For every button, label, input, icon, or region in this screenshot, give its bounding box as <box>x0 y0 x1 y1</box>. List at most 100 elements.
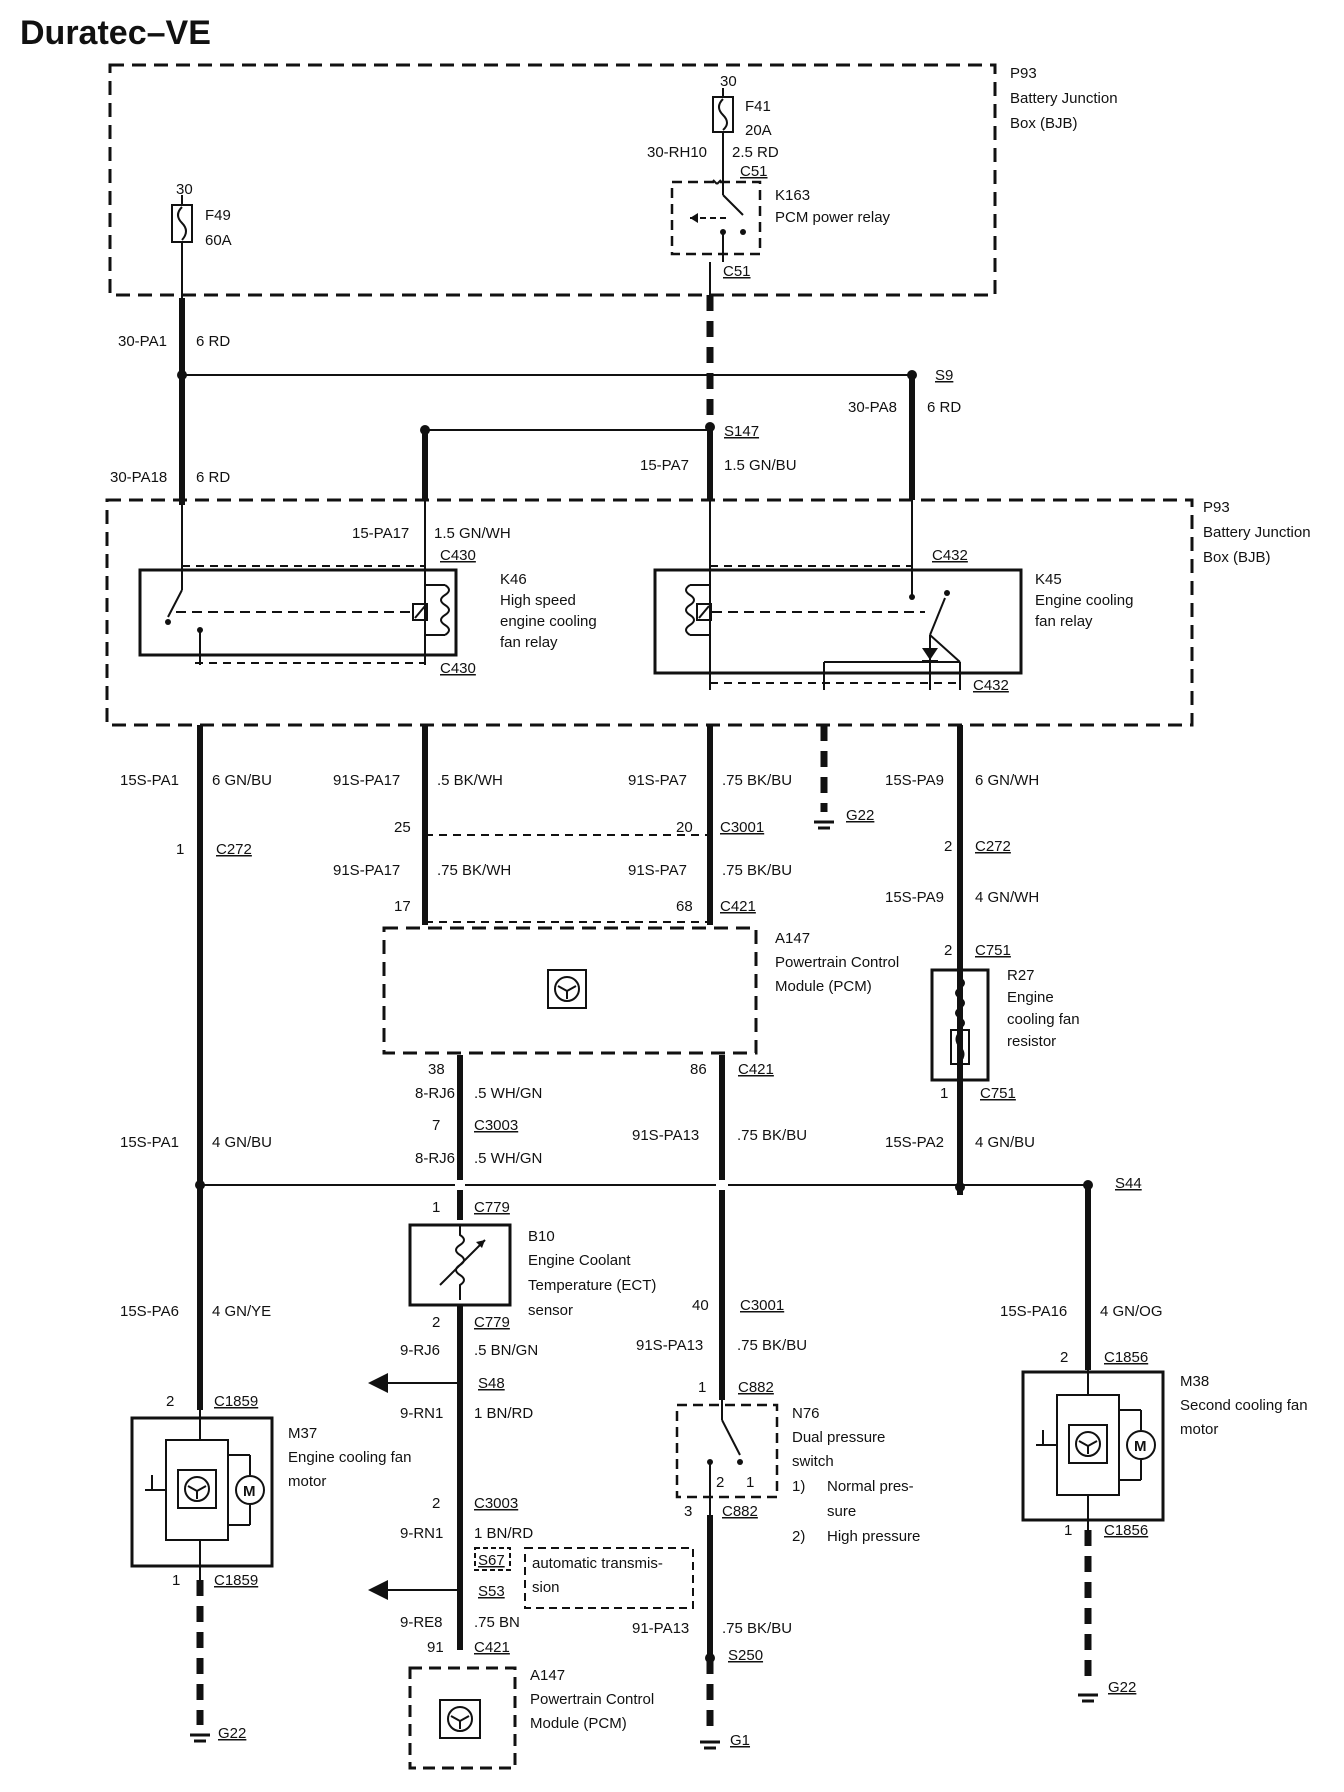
wire-9-re8: 9-RE8 <box>400 1614 443 1631</box>
conn-c421-mid: C421 <box>738 1061 774 1078</box>
wire-91s-pa7-b: 91S-PA7 <box>628 862 687 879</box>
svg-text:M: M <box>1134 1438 1147 1455</box>
wire-8-rj6-a: 8-RJ6 <box>415 1085 455 1102</box>
wire-9-rn1-b: 9-RN1 <box>400 1525 443 1542</box>
bjb-top-name: Battery Junction <box>1010 90 1118 107</box>
wire-15s-pa2-color: 4 GN/BU <box>975 1134 1035 1151</box>
conn-c430-top: C430 <box>440 547 476 564</box>
wire-9-rj6-color: .5 BN/GN <box>474 1342 538 1359</box>
conn-c430-bot: C430 <box>440 660 476 677</box>
ground-g22-right: G22 <box>1108 1679 1136 1696</box>
wire-15s-pa1-b: 15S-PA1 <box>120 1134 179 1151</box>
auto-trans-line-2: sion <box>532 1579 560 1596</box>
n76-note-1-text: Normal pres- <box>827 1478 914 1495</box>
r27-ref: R27 <box>1007 967 1035 984</box>
wire-30-pa1-color: 6 RD <box>196 333 230 350</box>
a147-bot-abbr: Module (PCM) <box>530 1715 627 1732</box>
ground-g22-top: G22 <box>846 807 874 824</box>
pin-40-c3001: 40 <box>692 1297 709 1314</box>
pin-30-f49: 30 <box>176 181 193 198</box>
conn-c779-bot: C779 <box>474 1314 510 1331</box>
pin-20-c3001: 20 <box>676 819 693 836</box>
a147-top-name: Powertrain Control <box>775 954 899 971</box>
conn-c51-bot: C51 <box>723 263 751 280</box>
conn-c272-right: C272 <box>975 838 1011 855</box>
fuse-f41 <box>712 96 734 133</box>
k163-name: PCM power relay <box>775 209 891 226</box>
splice-s48: S48 <box>478 1375 505 1392</box>
splice-s9: S9 <box>935 367 953 384</box>
auto-trans-line-1: automatic transmis- <box>532 1555 663 1572</box>
pin-2-c779: 2 <box>432 1314 440 1331</box>
f41-ref: F41 <box>745 98 771 115</box>
conn-c272-left: C272 <box>216 841 252 858</box>
splice-s250: S250 <box>728 1647 763 1664</box>
wire-15s-pa1-a: 15S-PA1 <box>120 772 179 789</box>
wire-91s-pa17-b-color: .75 BK/WH <box>437 862 511 879</box>
pin-91-c421: 91 <box>427 1639 444 1656</box>
r27-name-2: cooling fan <box>1007 1011 1080 1028</box>
bjb-mid-ref: P93 <box>1203 499 1230 516</box>
splice-s147: S147 <box>724 423 759 440</box>
b10-ref: B10 <box>528 1228 555 1245</box>
wire-15s-pa2: 15S-PA2 <box>885 1134 944 1151</box>
conn-c882-bot: C882 <box>722 1503 758 1520</box>
pin-1-c882: 1 <box>698 1379 706 1396</box>
wire-91-pa13: 91-PA13 <box>632 1620 689 1637</box>
r27-name-1: Engine <box>1007 989 1054 1006</box>
k45-name-1: Engine cooling <box>1035 592 1133 609</box>
a147-top-abbr: Module (PCM) <box>775 978 872 995</box>
wire-30-rh10: 30-RH10 <box>647 144 707 161</box>
b10-name-1: Engine Coolant <box>528 1252 631 1269</box>
motor-m37: M <box>130 1410 274 1580</box>
b10-name-3: sensor <box>528 1302 573 1319</box>
pin-38-c421: 38 <box>428 1061 445 1078</box>
n76-note-2-text: High pressure <box>827 1528 920 1545</box>
n76-name-2: switch <box>792 1453 834 1470</box>
pin-1-c779: 1 <box>432 1199 440 1216</box>
bjb-mid-name: Battery Junction <box>1203 524 1311 541</box>
pin-25-c3001: 25 <box>394 819 411 836</box>
k45-ref: K45 <box>1035 571 1062 588</box>
conn-c1856-top: C1856 <box>1104 1349 1148 1366</box>
relay-k163 <box>670 179 762 262</box>
auto-trans-note-box <box>524 1547 694 1609</box>
wire-91-pa13-color: .75 BK/BU <box>722 1620 792 1637</box>
wire-15s-pa6-color: 4 GN/YE <box>212 1303 271 1320</box>
n76-pos-2: 2 <box>716 1474 724 1491</box>
bjb-top-abbr: Box (BJB) <box>1010 115 1078 132</box>
n76-note-1-cont: sure <box>827 1503 856 1520</box>
conn-c432-bot: C432 <box>973 677 1009 694</box>
a147-top-ref: A147 <box>775 930 810 947</box>
pin-3-c882: 3 <box>684 1503 692 1520</box>
splice-s53: S53 <box>478 1583 505 1600</box>
k163-ref: K163 <box>775 187 810 204</box>
wire-91s-pa13-b: 91S-PA13 <box>636 1337 703 1354</box>
n76-note-1-num: 1) <box>792 1478 805 1495</box>
m38-name-2: motor <box>1180 1421 1218 1438</box>
n76-ref: N76 <box>792 1405 820 1422</box>
conn-c1859-bot: C1859 <box>214 1572 258 1589</box>
conn-c3001-bot: C3001 <box>740 1297 784 1314</box>
wire-9-rj6: 9-RJ6 <box>400 1342 440 1359</box>
relay-k45 <box>653 500 1023 690</box>
conn-c421-bot: C421 <box>474 1639 510 1656</box>
conn-c1859-top: C1859 <box>214 1393 258 1410</box>
wire-9-rn1-a-color: 1 BN/RD <box>474 1405 533 1422</box>
conn-c51-top: C51 <box>740 163 768 180</box>
pin-2-c1856: 2 <box>1060 1349 1068 1366</box>
conn-c3003-bot: C3003 <box>474 1495 518 1512</box>
k46-name-3: fan relay <box>500 634 558 651</box>
wire-9-re8-color: .75 BN <box>474 1614 520 1631</box>
f49-ref: F49 <box>205 207 231 224</box>
wire-91s-pa7-b-color: .75 BK/BU <box>722 862 792 879</box>
fuse-f49 <box>171 204 193 243</box>
ground-g1: G1 <box>730 1732 750 1749</box>
wire-91s-pa13-a: 91S-PA13 <box>632 1127 699 1144</box>
conn-c421-top: C421 <box>720 898 756 915</box>
m38-name-1: Second cooling fan <box>1180 1397 1308 1414</box>
wire-91s-pa7-a-color: .75 BK/BU <box>722 772 792 789</box>
wire-30-pa18: 30-PA18 <box>110 469 167 486</box>
conn-c779-top: C779 <box>474 1199 510 1216</box>
